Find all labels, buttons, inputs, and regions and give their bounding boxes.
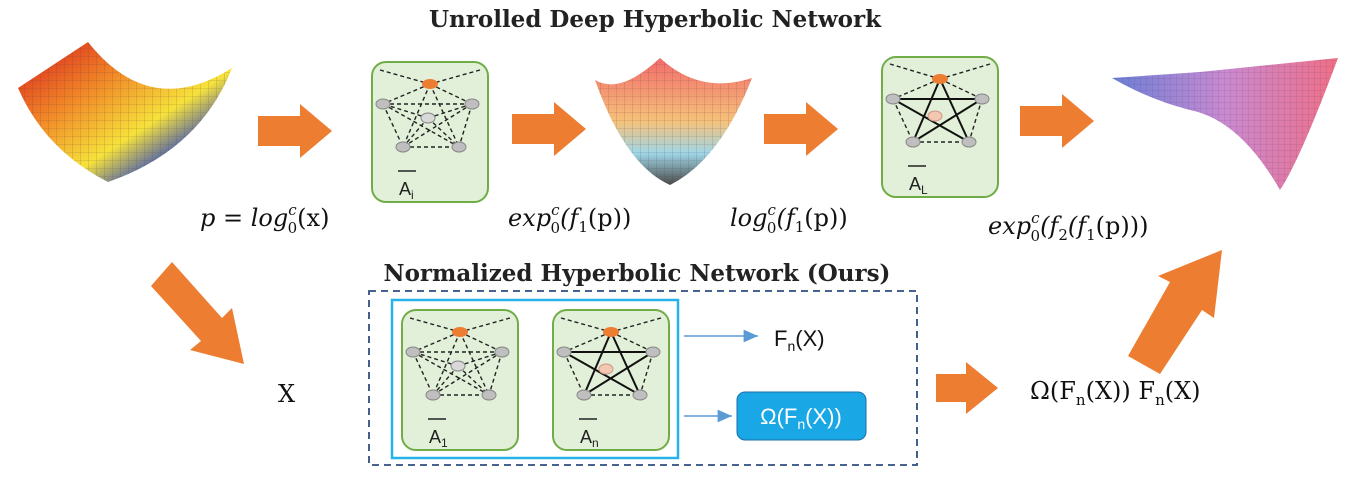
omega-prefix: Ω(F	[760, 404, 797, 429]
bottom-title: Normalized Hyperbolic Network (Ours)	[384, 260, 891, 287]
top-title: Unrolled Deep Hyperbolic Network	[429, 6, 882, 33]
ours-inner-box	[390, 298, 680, 460]
f1-suffix: (x)	[297, 204, 329, 232]
svg-text:An: An	[580, 427, 599, 450]
arrow-diagonal-down	[151, 262, 244, 364]
final-sub2: n	[1155, 391, 1165, 409]
fn-tail: (X)	[795, 326, 824, 351]
f4-sub3: 1	[1086, 226, 1096, 244]
f2-tail: (p))	[588, 204, 631, 232]
graph-sub-ai: i	[411, 188, 414, 202]
f4-sup: c	[1031, 209, 1040, 227]
hyperbolic-bowl-image	[595, 58, 752, 185]
omega-tail: (X))	[805, 404, 842, 429]
f4-tail: (p)))	[1096, 212, 1149, 240]
f2-prefix: exp	[508, 204, 551, 232]
fn-sub: n	[787, 338, 795, 354]
graph-box-ai: Ai	[371, 61, 489, 203]
fn-label: Fn(X)	[774, 326, 825, 354]
final-output-label: Ω(Fn(X)) Fn(X)	[1030, 377, 1201, 409]
saddle-surface-image	[1112, 58, 1338, 190]
svg-text:AL: AL	[909, 174, 928, 197]
f2-suffix: (f	[560, 204, 582, 232]
graph-label-al: A	[909, 174, 921, 194]
f3-suffix: (f	[776, 204, 798, 232]
f2-sup: c	[551, 201, 560, 219]
f3-prefix: log	[730, 204, 768, 232]
graph-box-a1: A1	[401, 309, 519, 451]
final-prefix: Ω(F	[1030, 377, 1076, 405]
final-mid: (X)) F	[1086, 377, 1155, 405]
top-arrows	[258, 94, 1094, 158]
omega-box	[736, 391, 867, 441]
x-label: X	[278, 380, 295, 408]
f4-prefix: exp	[988, 212, 1031, 240]
arrow-right-2	[512, 102, 586, 156]
f2-sub: 0	[551, 219, 561, 237]
omega-sub: n	[797, 416, 805, 432]
arrow-right-3	[764, 102, 838, 156]
final-sub1: n	[1076, 391, 1086, 409]
f4-sub2: 2	[1058, 226, 1068, 244]
fn-letter: F	[774, 326, 787, 351]
f3-tail: (p))	[804, 204, 847, 232]
f4-sub: 0	[1031, 227, 1041, 245]
arrow-diagonal-up	[1128, 250, 1222, 374]
graph-sub-an: n	[592, 436, 599, 450]
svg-text:Ai: Ai	[399, 179, 414, 202]
svg-text:A1: A1	[429, 427, 448, 450]
f4-mid: (f	[1040, 212, 1062, 240]
f4-mid2: (f	[1068, 212, 1090, 240]
f1-prefix: p = log	[200, 204, 288, 232]
final-tail: (X)	[1165, 377, 1201, 405]
omega-label: Ω(Fn(X))	[760, 404, 842, 432]
graph-box-al: AL	[881, 56, 999, 198]
f2-inner-sub: 1	[578, 218, 588, 236]
f3-inner-sub: 1	[795, 218, 805, 236]
graph-sub-al: L	[921, 183, 928, 197]
graph-label-a1: A	[429, 427, 441, 447]
f3-sub: 0	[767, 219, 777, 237]
f1-sub: 0	[288, 219, 298, 237]
graph-label-ai: A	[399, 179, 411, 199]
f1-sup: c	[288, 201, 297, 219]
ours-dashed-box	[368, 290, 918, 466]
graph-label-an: A	[580, 427, 592, 447]
arrow-right-1	[258, 104, 332, 158]
input-surface-image	[18, 42, 232, 182]
f3-sup: c	[768, 201, 777, 219]
arrow-right-bottom	[936, 362, 998, 414]
arrow-right-4	[1020, 94, 1094, 148]
graph-box-an: An	[552, 309, 670, 451]
graph-sub-a1: 1	[441, 436, 448, 450]
